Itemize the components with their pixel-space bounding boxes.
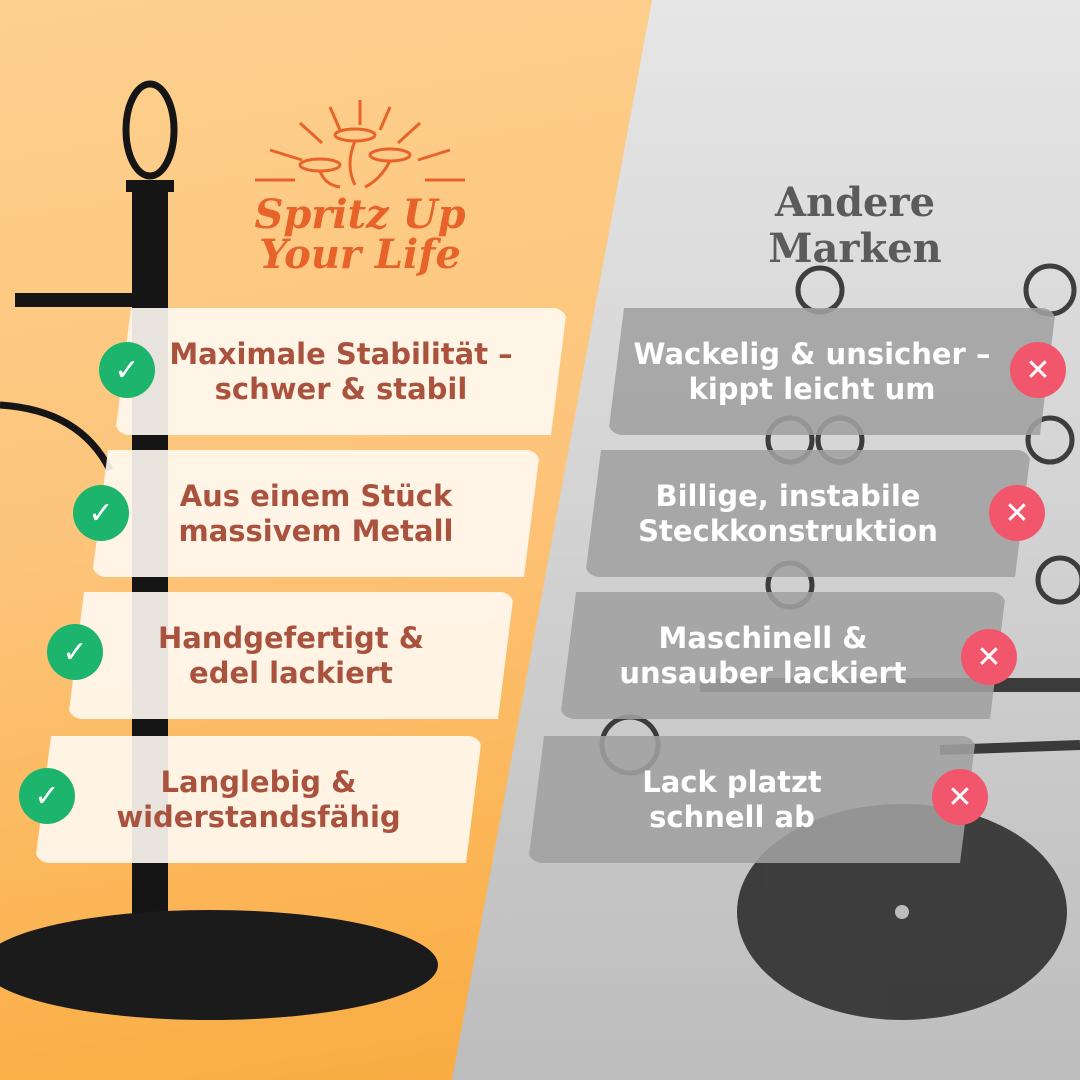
check-icon: ✓ bbox=[99, 342, 155, 398]
x-icon: ✕ bbox=[932, 769, 988, 825]
check-icon: ✓ bbox=[73, 485, 129, 541]
con-line: Steckkonstruktion bbox=[638, 513, 938, 548]
pro-card: Langlebig &widerstandsfähig bbox=[35, 736, 482, 863]
brand-logo: Spritz Up Your Life bbox=[240, 95, 480, 285]
pro-line: massivem Metall bbox=[178, 513, 454, 548]
con-card: Maschinell &unsauber lackiert bbox=[560, 592, 1006, 719]
check-icon: ✓ bbox=[19, 768, 75, 824]
con-line: unsauber lackiert bbox=[619, 655, 907, 690]
pro-line: edel lackiert bbox=[189, 655, 393, 690]
competitor-title: Andere Marken bbox=[740, 180, 970, 272]
logo-line-1: Spritz Up bbox=[254, 191, 466, 238]
con-card: Wackelig & unsicher –kippt leicht um bbox=[608, 308, 1056, 435]
x-icon: ✕ bbox=[961, 629, 1017, 685]
con-line: Maschinell & bbox=[658, 620, 868, 655]
logo-line-2: Your Life bbox=[259, 231, 461, 278]
pro-line: Langlebig & bbox=[160, 764, 357, 799]
check-icon: ✓ bbox=[47, 624, 103, 680]
x-icon: ✕ bbox=[989, 485, 1045, 541]
con-line: Wackelig & unsicher – bbox=[633, 336, 991, 371]
pro-card: Maximale Stabilität –schwer & stabil bbox=[115, 308, 567, 435]
con-line: Lack platzt bbox=[642, 764, 822, 799]
pro-line: Aus einem Stück bbox=[179, 478, 453, 513]
con-line: Billige, instabile bbox=[655, 478, 921, 513]
pro-card: Handgefertigt &edel lackiert bbox=[68, 592, 514, 719]
con-line: kippt leicht um bbox=[688, 371, 936, 406]
x-icon: ✕ bbox=[1010, 342, 1066, 398]
pro-line: widerstandsfähig bbox=[116, 799, 401, 834]
sun-rays-icon bbox=[255, 100, 465, 189]
pro-line: Maximale Stabilität – bbox=[169, 336, 513, 371]
pro-line: schwer & stabil bbox=[214, 371, 468, 406]
competitor-title-line-2: Marken bbox=[768, 225, 942, 272]
con-line: schnell ab bbox=[649, 799, 815, 834]
competitor-title-line-1: Andere bbox=[774, 179, 936, 226]
pro-line: Handgefertigt & bbox=[157, 620, 425, 655]
